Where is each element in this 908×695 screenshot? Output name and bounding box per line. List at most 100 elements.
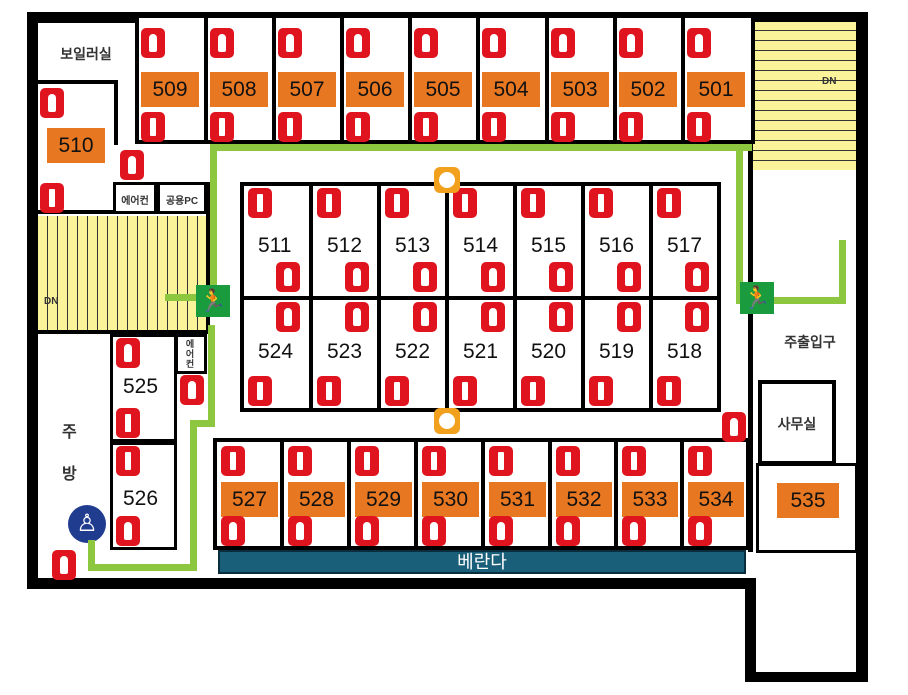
- room-number: 511: [258, 234, 292, 257]
- room-number: 517: [667, 234, 703, 257]
- kitchen-label-1: 주: [62, 424, 77, 441]
- room-number: 534: [688, 482, 744, 517]
- wall: [114, 80, 118, 145]
- fire-extinguisher-icon: [687, 28, 711, 58]
- fire-extinguisher-icon: [549, 262, 573, 292]
- room-number: 527: [221, 482, 278, 517]
- stairs-left: [38, 216, 206, 332]
- flashlight-icon: [657, 188, 681, 218]
- flashlight-icon: [622, 446, 646, 476]
- kitchen-label-2: 방: [62, 466, 77, 483]
- office-room: 사무실: [758, 380, 836, 465]
- wall: [38, 80, 118, 84]
- wall: [27, 578, 755, 589]
- room-number: 531: [489, 482, 546, 517]
- flashlight-icon: [248, 188, 272, 218]
- exit-path: [165, 294, 210, 301]
- fire-extinguisher-icon: [278, 28, 302, 58]
- exit-path: [839, 240, 846, 304]
- flashlight-icon: [521, 376, 545, 406]
- fire-extinguisher-icon: [414, 28, 438, 58]
- fire-extinguisher-icon: [619, 28, 643, 58]
- flashlight-icon: [385, 376, 409, 406]
- fire-extinguisher-icon: [116, 516, 140, 546]
- main-entrance-label: 주출입구: [784, 334, 836, 350]
- exit-path: [190, 420, 197, 570]
- fire-extinguisher-icon: [481, 302, 505, 332]
- exit-path: [88, 564, 197, 571]
- room-number: 520: [531, 340, 567, 363]
- flashlight-icon: [688, 446, 712, 476]
- flashlight-icon: [414, 112, 438, 142]
- room-number: 533: [622, 482, 678, 517]
- room-number: 532: [556, 482, 612, 517]
- fire-extinguisher-icon: [556, 516, 580, 546]
- room-number: 502: [619, 72, 677, 107]
- wall: [27, 12, 38, 589]
- room-number: 530: [422, 482, 479, 517]
- flashlight-icon: [116, 408, 140, 438]
- flashlight-icon: [687, 112, 711, 142]
- room-number: 516: [599, 234, 635, 257]
- fire-extinguisher-icon: [551, 28, 575, 58]
- fire-extinguisher-icon: [52, 550, 76, 580]
- stairs-right-dn: DN: [822, 76, 837, 87]
- fire-alarm-icon: [434, 408, 460, 434]
- flashlight-icon: [346, 112, 370, 142]
- flashlight-icon: [116, 446, 140, 476]
- room-number: 506: [346, 72, 404, 107]
- room-number: 507: [278, 72, 336, 107]
- fire-extinguisher-icon: [549, 302, 573, 332]
- exit-path: [210, 144, 217, 304]
- room-number: 504: [482, 72, 540, 107]
- wall: [856, 12, 868, 682]
- flashlight-icon: [489, 446, 513, 476]
- flashlight-icon: [317, 376, 341, 406]
- person-icon: ♙: [68, 505, 106, 543]
- room-number: 505: [414, 72, 472, 107]
- fire-extinguisher-icon: [489, 516, 513, 546]
- fire-extinguisher-icon: [141, 28, 165, 58]
- room-number: 512: [327, 234, 363, 257]
- room-number: 524: [258, 340, 294, 363]
- exit-path: [736, 144, 743, 304]
- fire-extinguisher-icon: [40, 88, 64, 118]
- fire-extinguisher-icon: [688, 516, 712, 546]
- exit-path: [736, 297, 846, 304]
- fire-extinguisher-icon: [288, 516, 312, 546]
- fire-extinguisher-icon: [355, 516, 379, 546]
- fire-extinguisher-icon: [617, 262, 641, 292]
- room-number: 514: [463, 234, 499, 257]
- flashlight-icon: [556, 446, 580, 476]
- room-number: 501: [687, 72, 745, 107]
- aircon-room: 에어컨: [113, 182, 157, 214]
- room-535: 535: [756, 463, 858, 553]
- flashlight-icon: [317, 188, 341, 218]
- exit-sign-icon: 🏃: [740, 282, 774, 314]
- room-510: 510: [47, 128, 105, 163]
- flashlight-icon: [248, 376, 272, 406]
- exit-path: [190, 420, 215, 427]
- flashlight-icon: [278, 112, 302, 142]
- fire-extinguisher-icon: [422, 516, 446, 546]
- flashlight-icon: [355, 446, 379, 476]
- flashlight-icon: [551, 112, 575, 142]
- fire-extinguisher-icon: [116, 338, 140, 368]
- fire-extinguisher-icon: [413, 302, 437, 332]
- fire-extinguisher-icon: [276, 302, 300, 332]
- room-number: 522: [395, 340, 431, 363]
- flashlight-icon: [619, 112, 643, 142]
- flashlight-icon: [422, 446, 446, 476]
- flashlight-icon: [385, 188, 409, 218]
- room-number: 518: [667, 340, 703, 363]
- room-number: 509: [141, 72, 199, 107]
- fire-extinguisher-icon: [413, 262, 437, 292]
- fire-extinguisher-icon: [722, 412, 746, 442]
- flashlight-icon: [141, 112, 165, 142]
- exit-sign-icon: 🏃: [196, 285, 230, 317]
- room-number: 529: [355, 482, 412, 517]
- flashlight-icon: [221, 446, 245, 476]
- room-number: 513: [395, 234, 431, 257]
- fire-extinguisher-icon: [685, 302, 709, 332]
